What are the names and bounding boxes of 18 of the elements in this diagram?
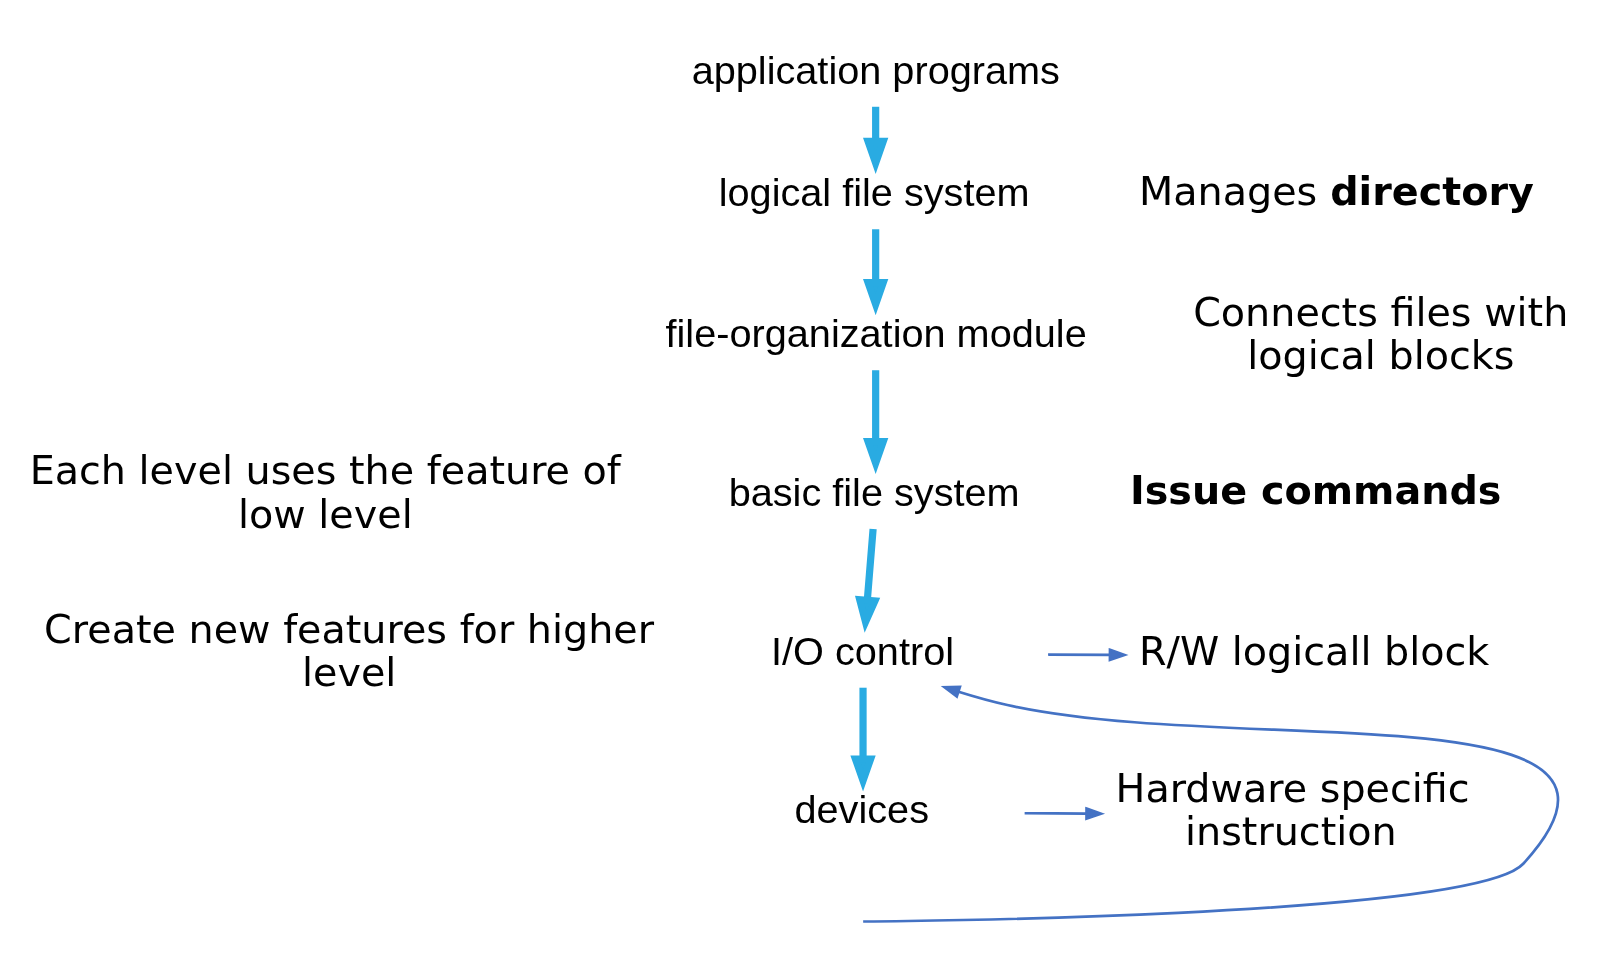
node-text: Hardware specific instruction [1115, 764, 1470, 854]
node-text: devices [794, 786, 930, 831]
node-text: basic file system [728, 469, 1020, 514]
arrow [863, 228, 889, 315]
node-text: R/W logicall block [1139, 627, 1490, 674]
node-text: logical file system [718, 169, 1030, 214]
node-label: Manages directory [1139, 167, 1534, 214]
arrow [1024, 806, 1106, 821]
node-label: Connects files with logical blocks [1193, 288, 1569, 378]
arrow [1048, 647, 1129, 662]
arrow [863, 369, 889, 474]
node-text: I/O control [771, 628, 955, 673]
label: Each level uses the feature of low level [29, 446, 621, 537]
node-label: Issue commands [1130, 466, 1502, 513]
node-text: application programs [691, 47, 1060, 92]
node-text: file-organization module [665, 310, 1087, 355]
arrow [863, 684, 1558, 923]
label: Create new features for higher level [44, 605, 655, 695]
